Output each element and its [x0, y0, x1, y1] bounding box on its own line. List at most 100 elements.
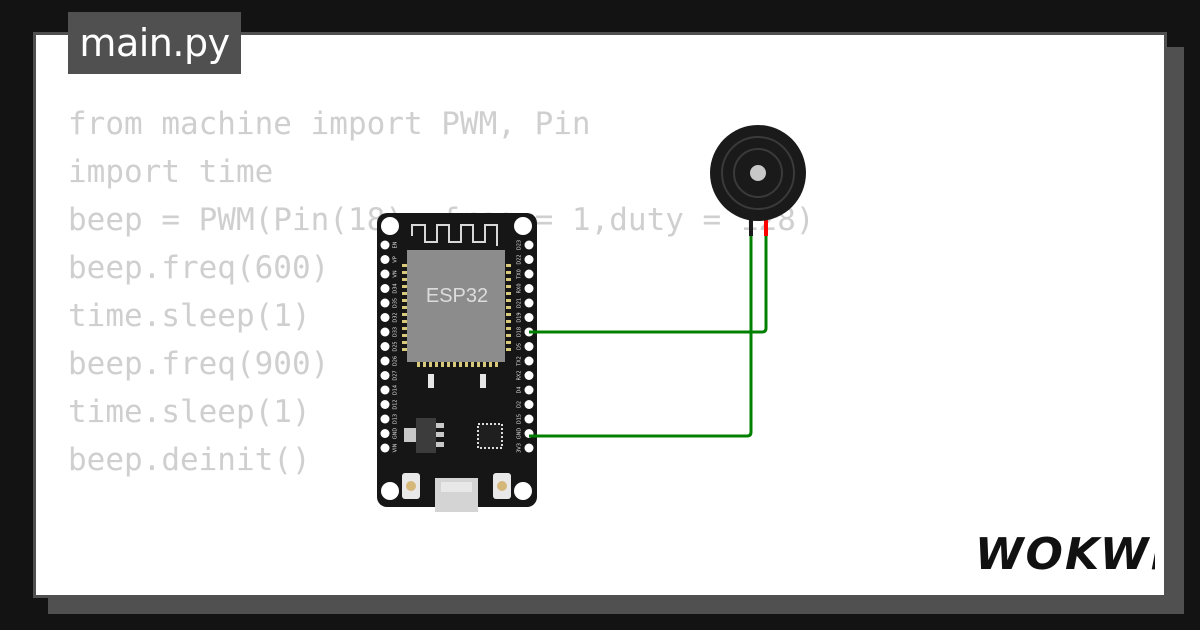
pad-right — [506, 278, 511, 281]
pad-bottom — [447, 362, 450, 367]
pad-right — [506, 271, 511, 274]
pin-d15[interactable] — [524, 414, 534, 424]
chip-label: ESP32 — [426, 285, 488, 307]
pin-3v3[interactable] — [524, 443, 534, 453]
mounting-hole — [381, 482, 399, 500]
code-line-5: time.sleep(1) — [68, 298, 311, 334]
pin-d34[interactable] — [380, 284, 390, 293]
pad-left — [402, 320, 407, 323]
pad-left — [402, 341, 407, 344]
pad-left — [402, 306, 407, 309]
pin-d35[interactable] — [380, 298, 390, 308]
pad-left — [402, 278, 407, 281]
pin-label-d12: D12 — [393, 399, 399, 409]
pin-label-d5: D5 — [517, 343, 523, 350]
pad-right — [506, 292, 511, 295]
pin-d21[interactable] — [524, 298, 534, 308]
pad-bottom — [435, 362, 438, 367]
pin-label-tx2: TX2 — [517, 356, 523, 367]
pin-label-d33: D33 — [393, 327, 399, 337]
pin-label-d14: D14 — [393, 385, 399, 395]
pin-label-3v3: 3V3 — [517, 443, 523, 453]
buzzer-pin-positive — [764, 218, 768, 236]
code-line-8: beep.deinit() — [68, 442, 311, 478]
pad-bottom — [465, 362, 468, 367]
pin-label-d26: D26 — [393, 356, 399, 366]
usb-port-socket — [441, 482, 472, 492]
pin-d25[interactable] — [380, 342, 390, 351]
usb-serial-chip — [477, 423, 503, 449]
pin-tx0[interactable] — [524, 269, 534, 279]
wire-gnd-to-buzzer[interactable] — [529, 232, 753, 438]
pin-label-vin: VIN — [393, 443, 399, 452]
mounting-hole — [381, 217, 399, 235]
pad-left — [402, 313, 407, 316]
voltage-regulator — [404, 418, 444, 453]
pad-right — [506, 334, 511, 337]
pin-gnd[interactable] — [380, 429, 390, 438]
pin-rx2[interactable] — [524, 371, 534, 380]
pin-d19[interactable] — [524, 313, 534, 322]
pin-d2[interactable] — [524, 400, 534, 409]
pin-label-vn: VN — [393, 270, 399, 277]
code-line-7: time.sleep(1) — [68, 394, 311, 430]
wokwi-logo[interactable]: WOKWi — [975, 525, 1155, 577]
pin-label-rx0: RX0 — [517, 283, 523, 293]
code-line-2: import time — [68, 154, 274, 190]
pad-left — [402, 334, 407, 337]
svg-text:WOKWi: WOKWi — [975, 529, 1155, 577]
pin-d13[interactable] — [380, 414, 390, 424]
pin-d5[interactable] — [524, 342, 534, 351]
code-line-4: beep.freq(600) — [68, 250, 330, 286]
pad-left — [402, 327, 407, 330]
pin-vin[interactable] — [380, 443, 390, 453]
pad-right — [506, 299, 511, 302]
boot-button[interactable] — [402, 473, 420, 499]
pin-d23[interactable] — [524, 240, 534, 250]
pin-label-d4: D4 — [517, 386, 523, 393]
pin-d22[interactable] — [524, 255, 534, 264]
wire-d18-to-buzzer[interactable] — [529, 232, 768, 334]
pad-left — [402, 264, 407, 267]
pin-d32[interactable] — [380, 313, 390, 322]
component-r2 — [480, 374, 486, 388]
pad-bottom — [459, 362, 462, 367]
pin-d12[interactable] — [380, 400, 390, 409]
file-tab-main-py[interactable]: main.py — [68, 12, 241, 74]
esp32-chip — [407, 250, 505, 362]
pin-d4[interactable] — [524, 385, 534, 395]
pad-right — [506, 285, 511, 288]
module-pads — [402, 264, 511, 367]
pin-label-d15: D15 — [517, 414, 523, 424]
left-pin-header: ENVPVND34D35D32D33D25D26D27D14D12D13GNDV… — [380, 240, 399, 453]
pin-d14[interactable] — [380, 385, 390, 395]
pin-label-d34: D34 — [393, 283, 399, 293]
pin-tx2[interactable] — [524, 356, 534, 366]
pin-label-gnd: GND — [393, 428, 399, 440]
pad-right — [506, 264, 511, 267]
pin-vp[interactable] — [380, 255, 390, 264]
pad-bottom — [495, 362, 498, 367]
pin-d33[interactable] — [380, 327, 390, 337]
pin-label-d2: D2 — [517, 401, 523, 408]
pad-bottom — [483, 362, 486, 367]
pad-bottom — [471, 362, 474, 367]
pin-d26[interactable] — [380, 356, 390, 366]
pin-en[interactable] — [380, 240, 390, 250]
pad-left — [402, 271, 407, 274]
pin-label-d13: D13 — [393, 414, 399, 424]
mounting-hole — [514, 482, 532, 500]
pad-bottom — [453, 362, 456, 367]
pad-right — [506, 348, 511, 351]
pin-rx0[interactable] — [524, 284, 534, 293]
buzzer[interactable] — [710, 125, 806, 236]
reset-button[interactable] — [493, 473, 511, 499]
antenna-trace — [411, 224, 498, 246]
buzzer-pin-negative — [749, 218, 753, 236]
pin-label-d27: D27 — [393, 370, 399, 380]
pin-d27[interactable] — [380, 371, 390, 380]
pin-vn[interactable] — [380, 269, 390, 279]
